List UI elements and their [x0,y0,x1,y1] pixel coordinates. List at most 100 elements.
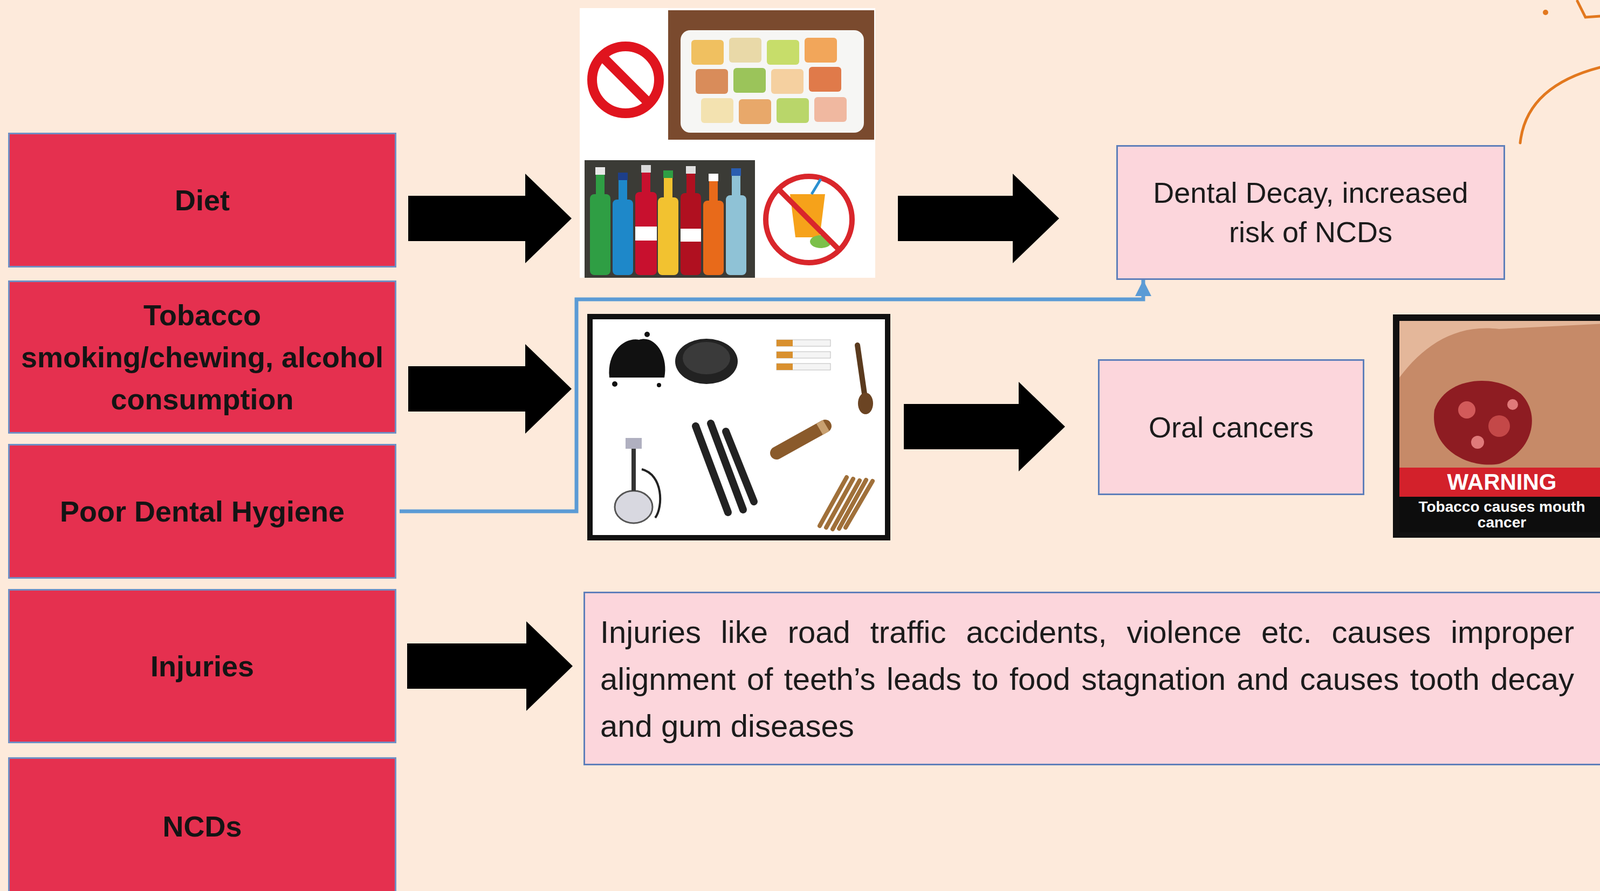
soft-drink-bottles [725,195,747,276]
food-picture [579,8,876,278]
cigar [776,425,827,453]
hookah [614,490,653,524]
node-text: NCDs [162,805,242,848]
warning-label: WARNING [1447,470,1557,494]
factor-box: Injuries [8,588,397,744]
cigarettes [776,339,831,347]
soft-drink-bottles [635,226,657,241]
factor-box: Tobacco smoking/chewing, alcohol consump… [8,280,397,434]
sweets-tray [701,98,734,123]
tobacco-powder [612,381,618,387]
soft-drink-bottles [731,174,741,198]
tobacco-pipe [857,345,874,415]
warning-picture [1471,435,1485,449]
sweets-tray [668,10,875,140]
soft-drink-bottles [709,180,718,203]
warning-picture [1399,496,1600,533]
decor-stroke [1520,1,1600,143]
warning-picture [1399,467,1600,497]
tobacco-powder [644,331,650,338]
tobacco-powder [656,382,662,388]
block-arrow [407,621,573,711]
tobacco-picture [589,316,888,538]
decor-stroke [1577,1,1600,18]
warning-picture [1433,380,1533,465]
sweets-tray [814,97,847,122]
snuff-tin [675,338,738,384]
soft-drink-bottles [703,200,724,276]
connector-line [399,279,1144,512]
sweets-tray [776,98,809,123]
no-sweet-drink-sign [765,176,853,263]
tobacco-powder [609,338,666,378]
soft-drink-bottles [685,166,696,174]
soft-drink-bottles [680,193,702,276]
soft-drink-bottles [612,199,634,276]
soft-drink-bottles [617,172,628,181]
soft-drink-bottles [680,228,702,242]
tobacco-picture [589,316,888,538]
node-text: Poor Dental Hygiene [59,490,345,533]
bidi-bundle [845,481,873,528]
hookah [625,437,642,449]
soft-drink-bottles [595,173,605,197]
decor-stroke [1520,67,1600,143]
node-text: Tobacco smoking/chewing, alcohol consump… [20,293,384,421]
sweets-tray [771,69,804,94]
node-text: Oral cancers [1148,407,1314,448]
hookah [614,437,661,524]
block-arrow [408,173,572,264]
soft-drink-bottles [686,172,696,196]
bidi-bundle [819,477,873,530]
factor-box: Poor Dental Hygiene [8,443,397,579]
soft-drink-bottles [641,171,651,195]
soft-drink-bottles [731,168,741,176]
soft-drink-bottles [584,160,755,278]
soft-drink-bottles [595,167,606,175]
hookah [631,447,636,491]
warning-heading-box: WARNING [1399,467,1600,497]
soft-drink-bottles [641,165,651,173]
node-text: Injuries [150,644,254,688]
prohibition-sign [592,46,659,114]
sweets-tray [691,39,724,65]
cigar [776,426,826,453]
tobacco-powder [609,331,666,388]
warning-picture [1399,320,1600,468]
warning-picture [1399,323,1600,468]
block-arrow [903,381,1066,472]
factor-box: NCDs [8,757,397,891]
bidi-bundle [839,479,867,529]
snuff-tin [675,338,738,384]
warning-label: Tobacco causes mouth cancer [1406,498,1597,531]
description-box: Injuries like road traffic accidents, vi… [583,591,1600,766]
no-sweet-drink-sign [778,189,840,250]
rolled-sticks [725,431,754,502]
prohibition-sign [592,46,659,114]
warning-picture [1507,399,1519,410]
sweets-tray [804,37,837,63]
soft-drink-bottles [708,173,719,182]
cigar [819,425,827,430]
warning-text-box: Tobacco causes mouth cancer [1399,496,1600,533]
soft-drink-bottles [618,179,628,202]
sweets-tray [668,10,875,140]
node-text: Diet [174,179,230,222]
tobacco-pipe [857,392,874,415]
sweets-tray [766,39,800,65]
soft-drink-bottles [635,191,657,276]
sweets-tray [695,69,729,94]
cigarettes [776,351,793,359]
soft-drink-bottles [663,176,673,200]
decor-stroke [1542,9,1549,16]
outcome-box: Oral cancers [1097,359,1365,496]
factor-box: Diet [8,132,397,268]
warning-picture [1488,415,1510,437]
hookah [641,469,661,518]
soft-drink-bottles [589,194,611,276]
bidi-bundle [832,480,860,530]
cigarettes [776,339,793,347]
